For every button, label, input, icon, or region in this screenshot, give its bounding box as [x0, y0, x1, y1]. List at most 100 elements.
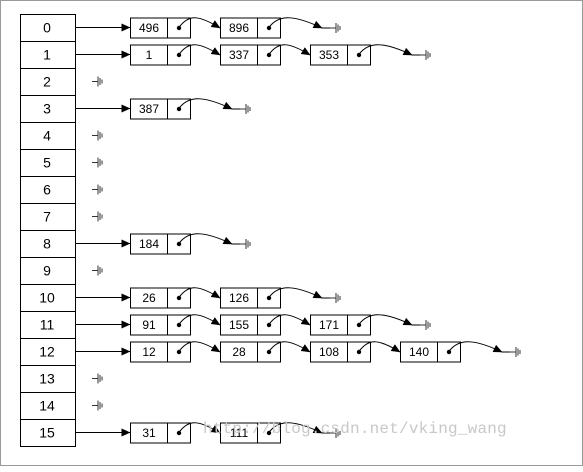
- bucket-index: 0: [43, 20, 51, 36]
- null-terminator-icon: [92, 157, 103, 168]
- next-link-arrow: [268, 341, 311, 353]
- next-pointer-dot: [176, 430, 182, 436]
- bucket-index: 15: [39, 425, 55, 441]
- bucket-index: 6: [43, 182, 51, 198]
- node-box: [220, 341, 281, 363]
- next-link-arrow: [178, 44, 221, 56]
- null-link-arrow: [178, 98, 233, 110]
- list-node: 108: [310, 341, 371, 363]
- bucket-index: 10: [39, 290, 55, 306]
- next-link-arrow: [268, 44, 311, 56]
- bucket-index: 3: [43, 101, 51, 117]
- node-value: 496: [139, 21, 159, 35]
- null-terminator-icon: [510, 347, 521, 357]
- null-link-arrow: [358, 314, 413, 326]
- list-node: 155: [220, 314, 281, 336]
- bucket-cell: [20, 14, 76, 42]
- null-terminator-icon: [420, 320, 431, 330]
- bucket-cell: [20, 176, 76, 204]
- bucket-index: 7: [43, 209, 51, 225]
- null-terminator-icon: [92, 184, 103, 195]
- bucket-cell: [20, 338, 76, 366]
- next-pointer-dot: [266, 322, 272, 328]
- null-terminator-icon: [92, 373, 103, 384]
- list-node: 12: [130, 341, 191, 363]
- next-link-arrow: [178, 314, 221, 326]
- list-node: 353: [310, 44, 371, 66]
- null-link-arrow: [358, 44, 413, 56]
- next-pointer-dot: [176, 25, 182, 31]
- node-value: 26: [142, 291, 156, 305]
- node-box: [130, 44, 191, 66]
- list-node: 337: [220, 44, 281, 66]
- next-pointer-dot: [266, 349, 272, 355]
- node-value: 108: [319, 345, 339, 359]
- bucket-cell: [20, 311, 76, 339]
- list-node: 91: [130, 314, 191, 336]
- node-box: [220, 422, 281, 444]
- bucket-index: 14: [39, 398, 55, 414]
- null-terminator-icon: [420, 50, 431, 60]
- next-pointer-dot: [356, 52, 362, 58]
- null-terminator-icon: [92, 265, 103, 276]
- next-pointer-dot: [266, 295, 272, 301]
- next-pointer-dot: [176, 106, 182, 112]
- list-node: 140: [400, 341, 461, 363]
- null-terminator-icon: [92, 400, 103, 411]
- bucket-index: 13: [39, 371, 55, 387]
- node-value: 184: [139, 237, 159, 251]
- node-box: [310, 314, 371, 336]
- bucket-index: 4: [43, 128, 51, 144]
- list-node: 896: [220, 17, 281, 39]
- bucket-cell: [20, 392, 76, 420]
- null-terminator-icon: [240, 104, 251, 114]
- list-node: 111: [220, 422, 281, 444]
- node-box: [310, 341, 371, 363]
- next-pointer-dot: [266, 430, 272, 436]
- bucket-index: 1: [43, 47, 51, 63]
- next-link-arrow: [178, 422, 221, 434]
- bucket-index: 12: [39, 344, 55, 360]
- next-link-arrow: [358, 341, 401, 353]
- next-pointer-dot: [446, 349, 452, 355]
- null-terminator-icon: [92, 211, 103, 222]
- node-box: [130, 314, 191, 336]
- node-box: [130, 233, 191, 255]
- bucket-cell: [20, 365, 76, 393]
- bucket-index: 8: [43, 236, 51, 252]
- null-link-arrow: [268, 422, 323, 434]
- bucket-index: 5: [43, 155, 51, 171]
- bucket-index: 9: [43, 263, 51, 279]
- next-pointer-dot: [176, 349, 182, 355]
- next-link-arrow: [178, 17, 221, 29]
- node-value: 111: [230, 426, 249, 440]
- bucket-cell: [20, 230, 76, 258]
- node-value: 126: [229, 291, 249, 305]
- node-value: 31: [142, 426, 156, 440]
- node-value: 387: [139, 102, 159, 116]
- list-node: 184: [130, 233, 191, 255]
- next-pointer-dot: [176, 52, 182, 58]
- null-link-arrow: [448, 341, 503, 353]
- list-node: 26: [130, 287, 191, 309]
- node-value: 896: [229, 21, 249, 35]
- next-link-arrow: [178, 341, 221, 353]
- node-value: 12: [142, 345, 156, 359]
- list-node: 28: [220, 341, 281, 363]
- list-node: 387: [130, 98, 191, 120]
- null-link-arrow: [268, 17, 323, 29]
- node-box: [130, 98, 191, 120]
- next-pointer-dot: [176, 322, 182, 328]
- node-box: [130, 341, 191, 363]
- null-terminator-icon: [240, 239, 251, 249]
- next-pointer-dot: [266, 52, 272, 58]
- bucket-cell: [20, 419, 76, 447]
- next-link-arrow: [178, 287, 221, 299]
- node-box: [220, 287, 281, 309]
- node-value: 28: [232, 345, 246, 359]
- list-node: 1: [130, 44, 191, 66]
- null-terminator-icon: [92, 76, 103, 87]
- null-terminator-icon: [330, 428, 341, 438]
